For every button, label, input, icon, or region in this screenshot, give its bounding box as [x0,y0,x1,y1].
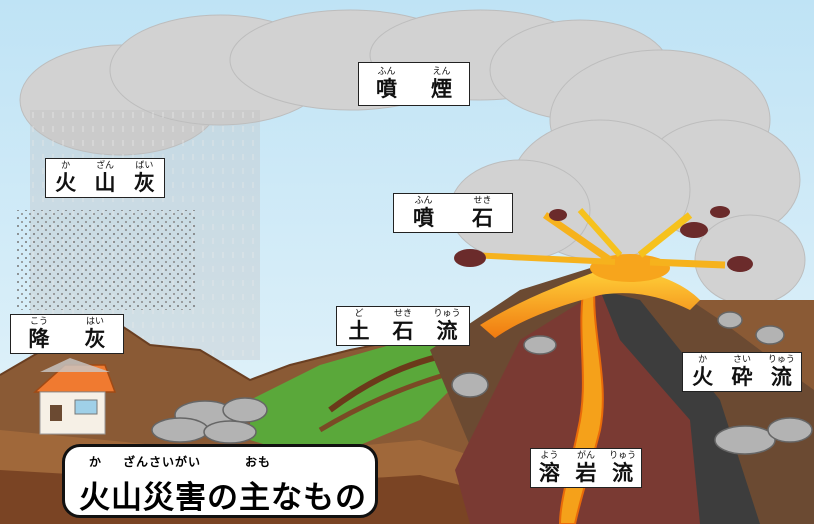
ruby: ばい [135,161,154,171]
ruby: か [61,161,71,171]
ruby: がん [577,451,596,461]
kanji: 溶 [538,461,560,485]
rocks [151,311,813,455]
volcanic-bombs [454,206,753,272]
kanji: 火 [692,365,714,389]
mudflow-area [250,345,470,455]
kanji: 流 [436,319,458,343]
label-kasairyu: か さい りゅう 火砕流 [682,352,802,392]
title-ruby-omo: おも [245,455,272,469]
kanji: 石 [472,206,493,230]
label-yoganryu: よう がん りゅう 溶岩流 [530,448,642,488]
title-ruby-zansaigai: ざんさいがい [123,455,202,469]
kanji: 降 [28,327,50,351]
ruby: ふん [377,67,396,77]
ruby: こう [29,317,48,327]
ruby: りゅう [609,451,637,461]
kanji: 砕 [731,365,753,389]
kanji: 噴 [413,206,434,230]
ruby: りゅう [433,309,461,319]
ruby: せき [393,309,412,319]
diagram-title: か ざんさいがい おも 火山災害の主なもの [62,444,378,518]
title-ruby-ka: か [89,455,103,469]
kanji: 土 [348,319,370,343]
kanji: 火 [55,171,77,195]
kanji: 流 [612,461,634,485]
kanji: 流 [770,365,792,389]
ruby: ふん [414,196,433,206]
kanji: 灰 [84,327,106,351]
ruby: えん [432,67,451,77]
kanji: 噴 [376,77,397,101]
label-kouhai: こう はい 降 灰 [10,314,124,354]
label-funen: ふん えん 噴 煙 [358,62,470,106]
title-text: 火山災害の主なもの [79,480,367,516]
ruby: せき [473,196,492,206]
label-funseki: ふん せき 噴 石 [393,193,513,233]
ruby: さい [732,355,751,365]
house [33,358,117,435]
volcanic-smoke-plume [19,9,806,306]
ruby: よう [540,451,559,461]
ruby: ど [354,309,364,319]
kanji: 岩 [575,461,597,485]
kanji: 山 [94,171,116,195]
ruby: ざん [95,161,114,171]
ruby: か [698,355,708,365]
kanji: 煙 [431,77,452,101]
ashfall-cloud [15,110,260,360]
eruption-crater [469,208,726,282]
ruby: りゅう [767,355,795,365]
label-dosekiryu: ど せき りゅう 土石流 [336,306,470,346]
ruby: はい [85,317,104,327]
title-ruby: か ざんさいがい おも [79,453,365,469]
kanji: 石 [392,319,414,343]
label-kazanbai: か ざん ばい 火山灰 [45,158,165,198]
lava-flow [480,269,700,338]
kanji: 灰 [133,171,155,195]
